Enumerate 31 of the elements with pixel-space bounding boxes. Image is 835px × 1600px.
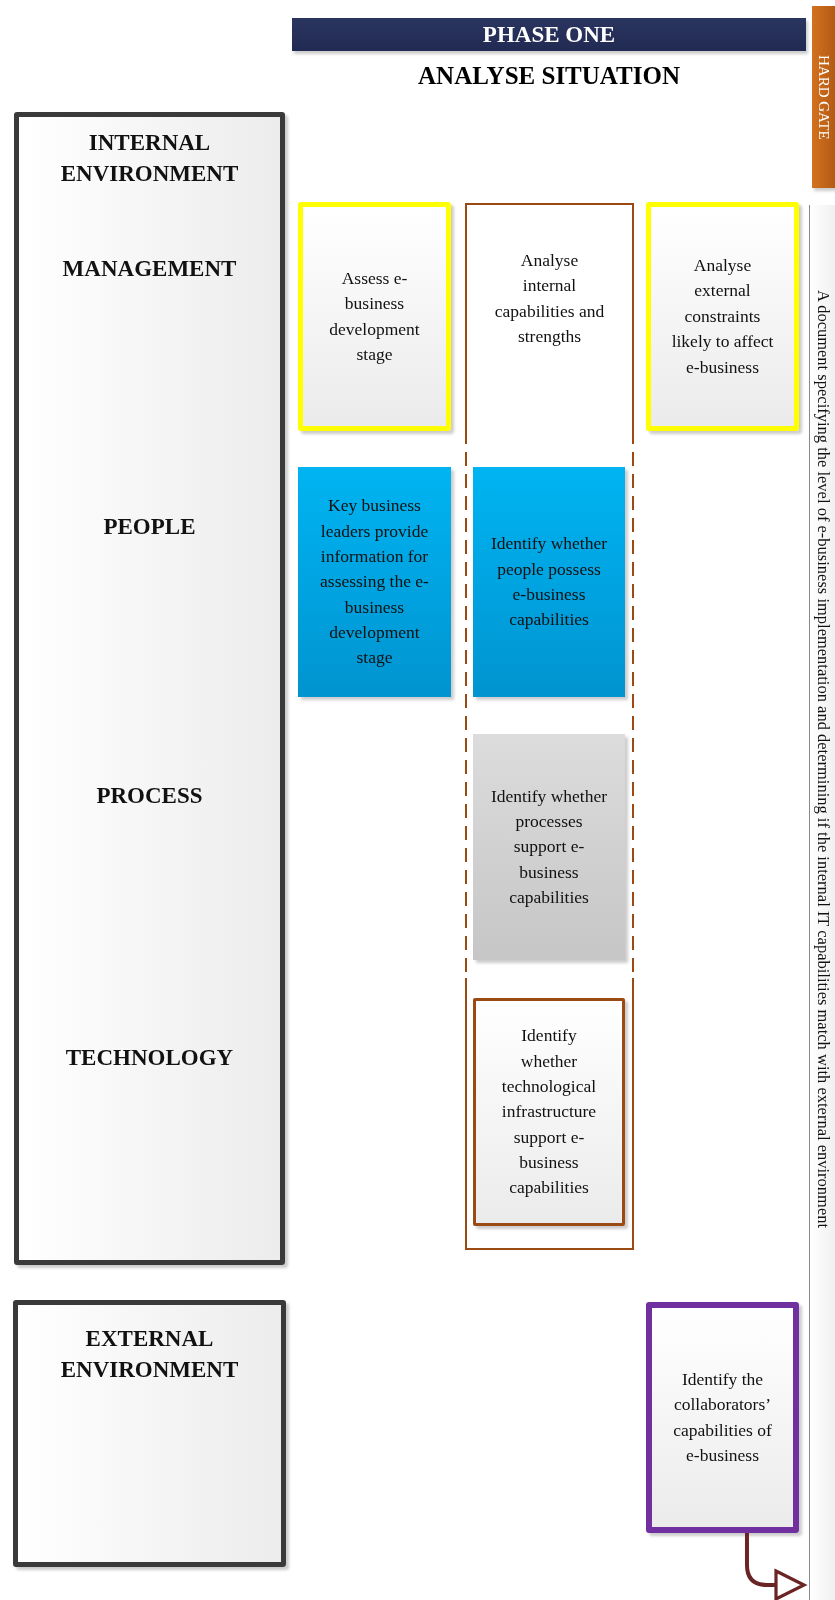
process-box [298, 467, 451, 697]
process-box [473, 998, 625, 1226]
panel-heading: INTERNAL ENVIRONMENT [59, 129, 240, 189]
curved-arrow [745, 1533, 806, 1600]
diagram-title: ANALYSE SITUATION [417, 62, 681, 90]
output-panel [809, 205, 835, 1600]
box-text: Identify whether people possess e-business capabilities [489, 532, 609, 632]
banner-title: PHASE ONE [482, 21, 616, 48]
box-text: Analyse internal capabilities and strengths [493, 249, 606, 349]
category-label: TECHNOLOGY [64, 1044, 235, 1072]
category-label: PEOPLE [102, 513, 197, 541]
box-text: Identify whether processes support e-business capabilities [489, 784, 609, 910]
phase-banner [292, 18, 806, 51]
box-text: Assess e-business development stage [328, 266, 421, 366]
process-box [473, 734, 625, 960]
box-text: Identify the collaborators’ capabilities of e-business [672, 1367, 773, 1467]
category-label: PROCESS [95, 782, 204, 810]
environment-panel [13, 1300, 286, 1567]
panel-heading: EXTERNAL ENVIRONMENT [59, 1325, 240, 1385]
gate-label: HARD GATE [815, 54, 832, 140]
environment-panel [14, 112, 285, 1265]
process-box [646, 202, 799, 431]
box-text: Identify whether technological infrastructure support e-business capabilities [500, 1024, 598, 1200]
process-box [646, 1302, 799, 1533]
gate-tab [812, 6, 835, 188]
box-text: Key business leaders provide information for assessing the e-business development stage [319, 494, 430, 670]
output-text: A document specifying the level of e-business implementation and determining if the internal IT capabilities match with external environment [813, 290, 832, 1229]
process-box [473, 467, 625, 697]
process-box [298, 202, 451, 431]
box-text: Analyse external constraints likely to affect e-business [670, 254, 775, 379]
category-label: MANAGEMENT [61, 255, 238, 283]
